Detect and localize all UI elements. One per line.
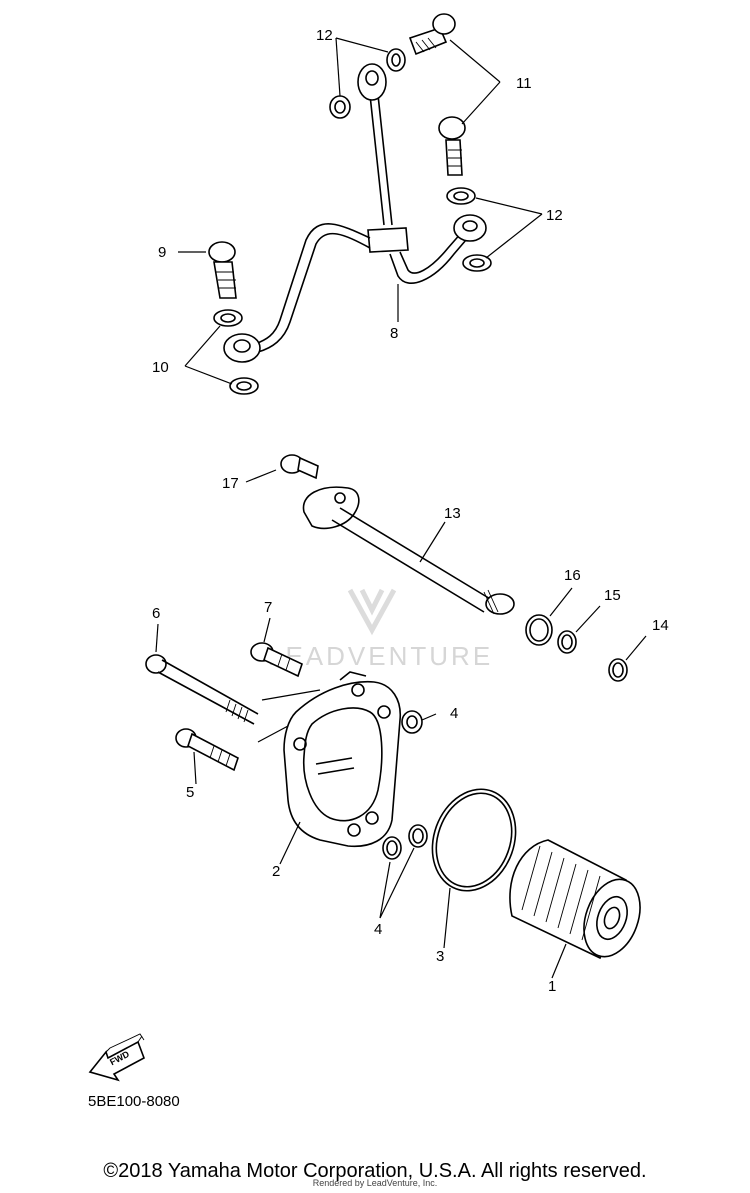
oil-pipe-assembly[interactable] [223,63,487,363]
gasket-washers-upper[interactable] [213,48,492,395]
union-bolt-top[interactable] [408,13,456,56]
oil-strainer-pipe[interactable] [302,486,515,615]
bolt-5[interactable] [175,728,239,772]
rendered-by-credit: Rendered by LeadVenture, Inc. [312,1178,438,1188]
o-rings-cover[interactable] [382,710,428,860]
filter-cover-housing[interactable] [283,671,401,848]
union-bolt-middle[interactable] [438,116,466,176]
fwd-arrow: FWD [88,1033,145,1082]
callout-14: 14 [652,617,669,634]
o-ring-large[interactable] [419,777,530,902]
callout-15: 15 [604,587,621,604]
watermark: LEADVENTURE [268,588,493,671]
callout-11: 11 [516,75,532,92]
callout-7: 7 [264,599,272,616]
callout-3: 3 [436,948,444,965]
callout-9: 9 [158,244,166,261]
bolt-17[interactable] [280,454,319,480]
callout-4-lower: 4 [374,921,382,938]
bolt-6[interactable] [145,654,259,725]
callout-10: 10 [152,359,169,376]
copyright-notice: ©2018 Yamaha Motor Corporation, U.S.A. A… [103,1160,647,1182]
leader-lines [155,37,647,979]
callout-12-lower: 12 [546,207,563,224]
union-bolt-9[interactable] [208,241,237,299]
callout-12-upper: 12 [316,27,333,44]
bolt-7[interactable] [250,642,303,678]
callout-13: 13 [444,505,461,522]
callout-8: 8 [390,325,398,342]
callout-2: 2 [272,863,280,880]
oil-filter-element[interactable] [509,839,650,964]
callout-17: 17 [222,475,239,492]
o-rings-strainer[interactable] [525,614,628,682]
callout-16: 16 [564,567,581,584]
diagram-code: 5BE100-8080 [88,1093,180,1110]
callout-6: 6 [152,605,160,622]
callout-labels: 1 2 3 4 4 5 6 7 8 9 10 11 12 12 13 14 15… [152,27,669,995]
callout-4-upper: 4 [450,705,458,722]
callout-1: 1 [548,978,556,995]
watermark-text: LEADVENTURE [268,641,493,671]
callout-5: 5 [186,784,194,801]
